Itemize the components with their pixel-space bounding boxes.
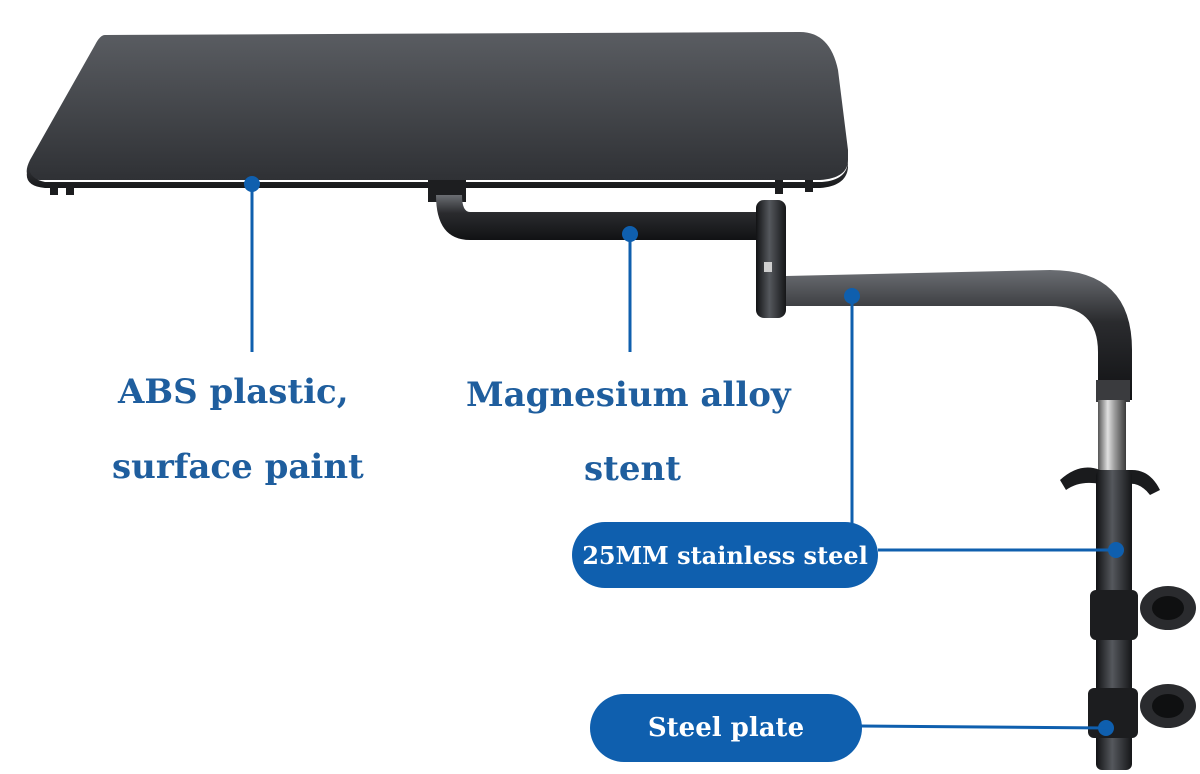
stainless-steel-badge: 25MM stainless steel <box>572 522 878 588</box>
callout-25mm <box>844 288 1124 558</box>
callout-steel-plate <box>859 720 1114 736</box>
stainless-arm <box>786 270 1132 470</box>
magnesium-arm <box>428 180 786 318</box>
abs-label-line2: surface paint <box>112 447 364 487</box>
abs-label-line1: ABS plastic, <box>118 372 349 412</box>
magnesium-label-line2: stent <box>584 449 681 489</box>
callout-abs <box>244 176 260 352</box>
callout-magnesium <box>622 226 638 352</box>
steel-plate-badge: Steel plate <box>590 694 862 762</box>
tray-platform <box>26 32 849 195</box>
clamp-post <box>1060 467 1196 770</box>
magnesium-label-line1: Magnesium alloy <box>466 375 791 415</box>
